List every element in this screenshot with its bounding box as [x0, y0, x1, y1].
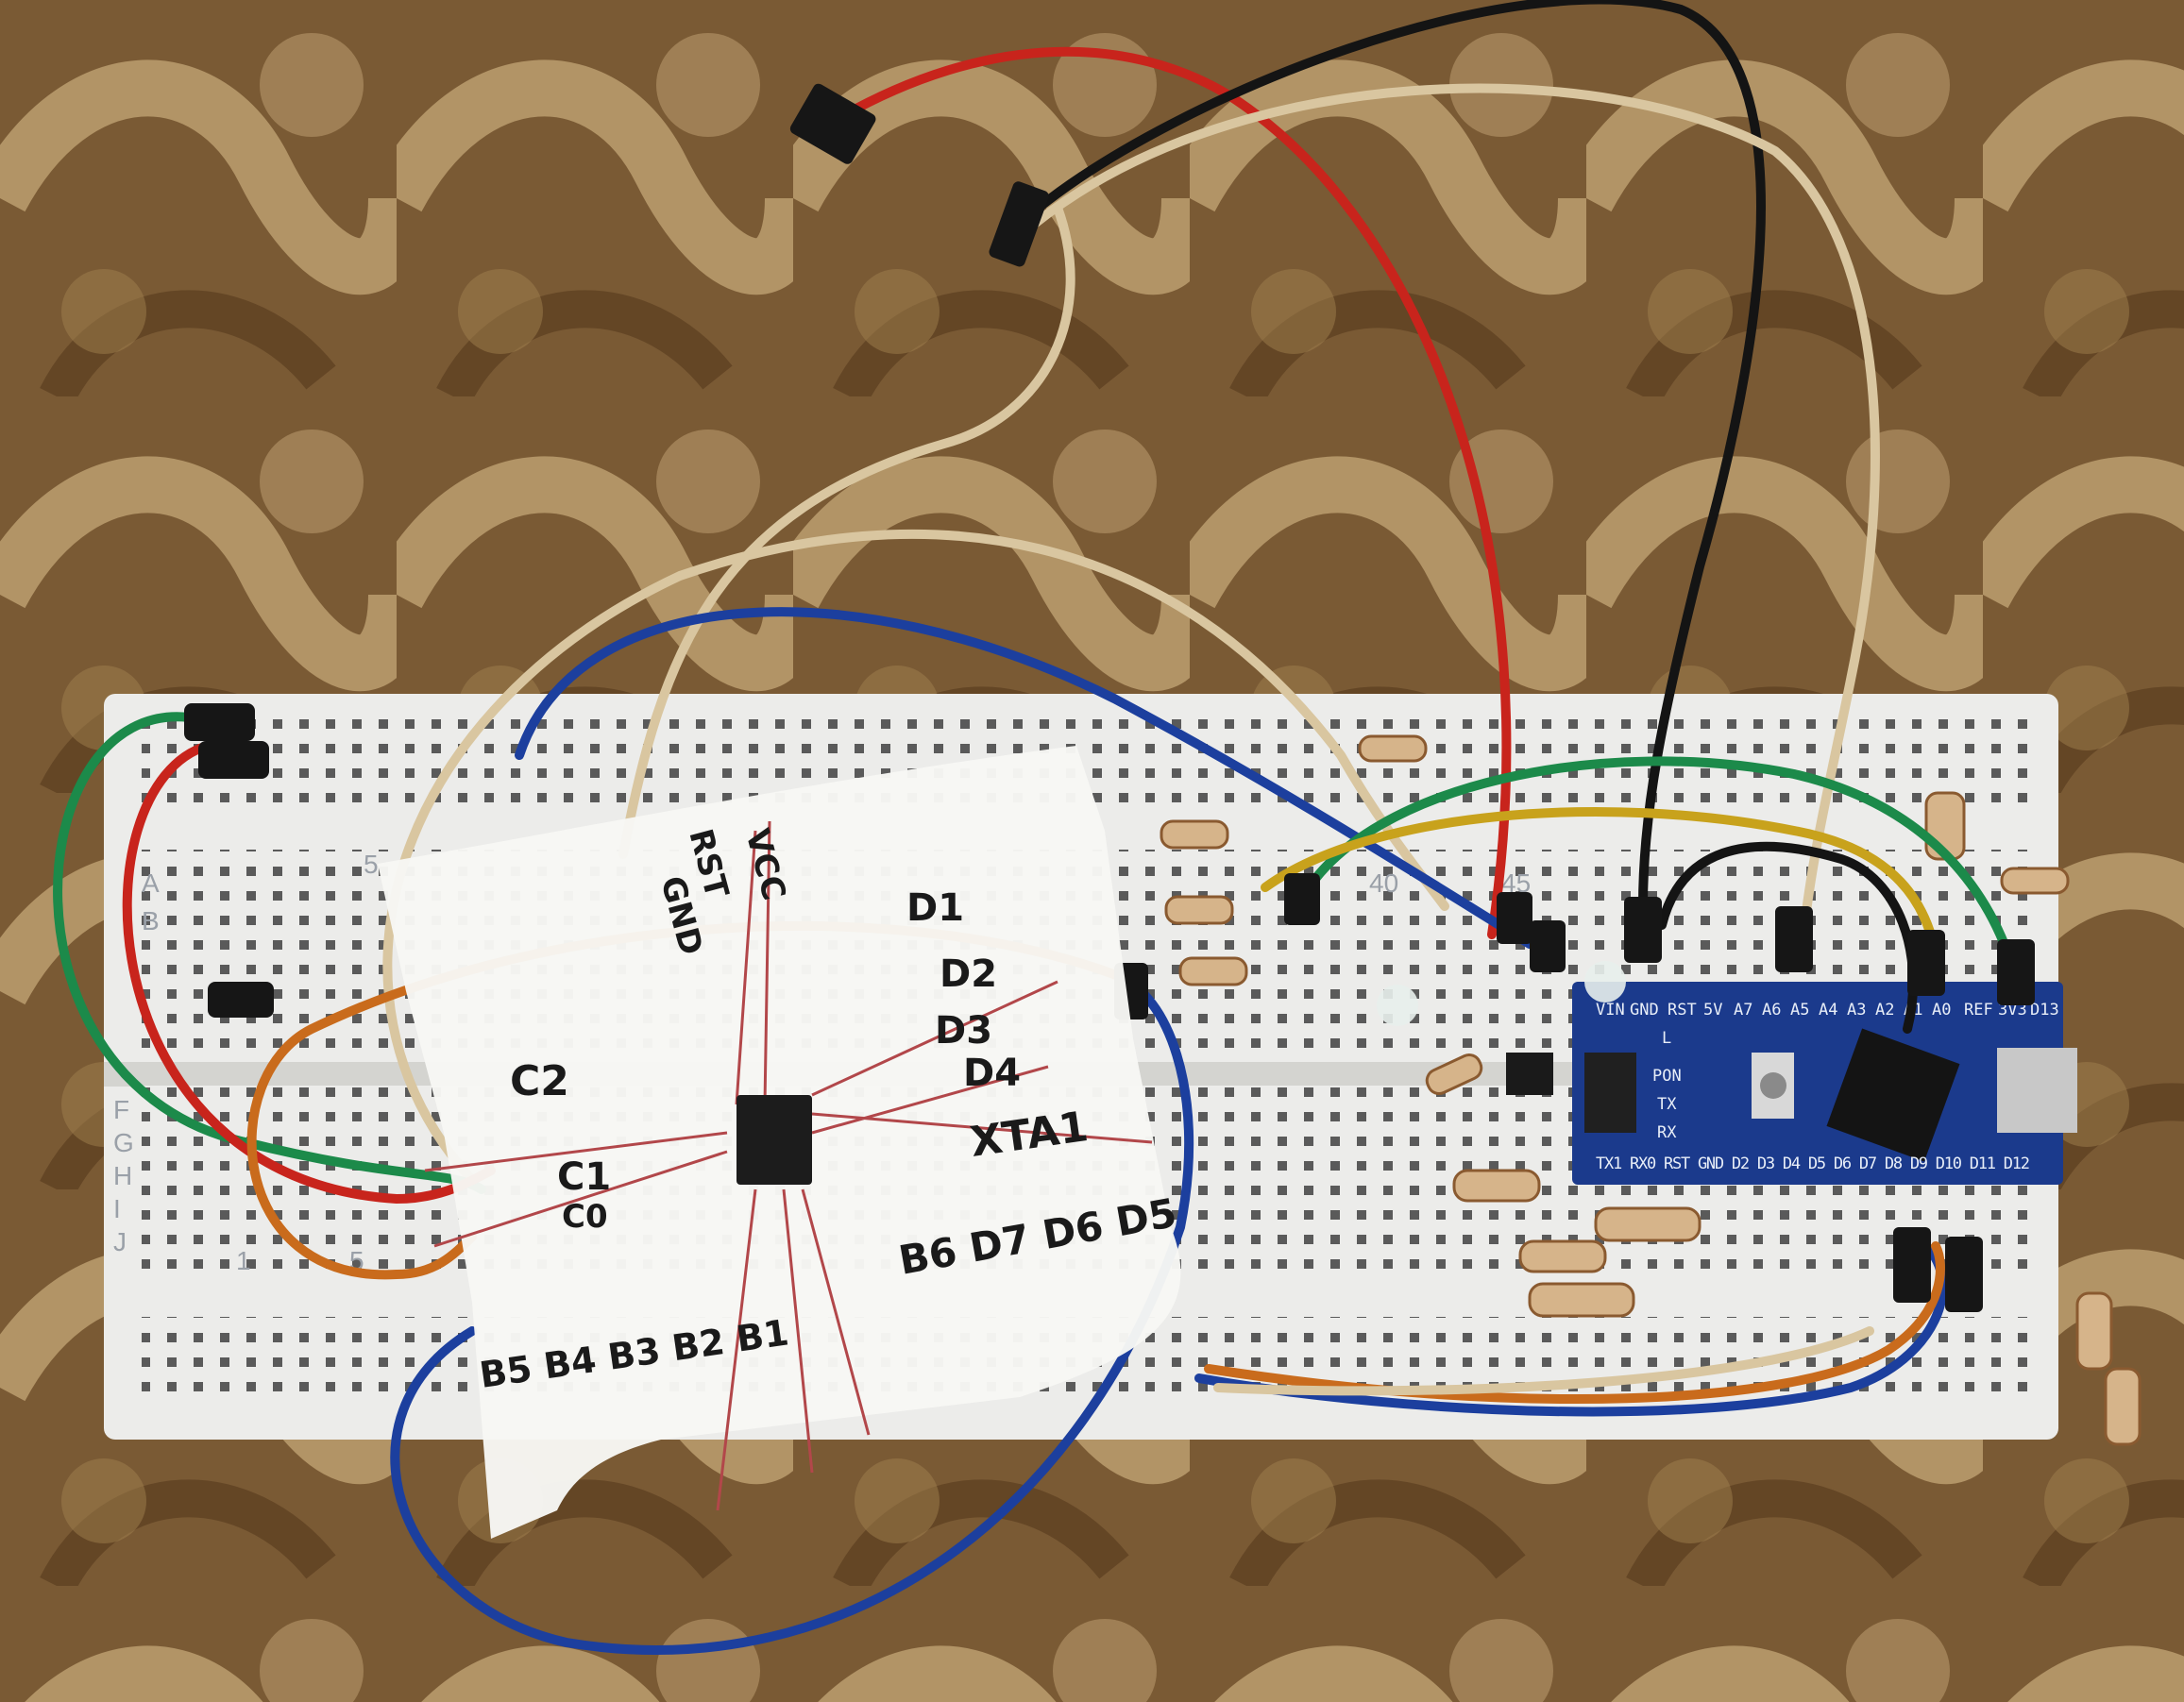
nano-pin-label: VIN — [1596, 1001, 1625, 1020]
arduino-nano: VIN GND RST 5V A7 A6 A5 A4 A3 A2 A1 A0 R… — [1572, 982, 2077, 1185]
microcontroller-chip — [1826, 1028, 1960, 1162]
transistor — [1506, 1053, 1553, 1095]
nano-pin-label: A2 — [1875, 1001, 1894, 1020]
header-jumper — [1584, 1053, 1636, 1133]
magnet-wires — [424, 820, 1153, 1511]
row-letter: H — [113, 1161, 132, 1190]
nano-bottom-pins: TX1 RX0 RST GND D2 D3 D4 D5 D6 D7 D8 D9 … — [1596, 1154, 2030, 1173]
usb-connector — [1997, 1048, 2077, 1133]
column-number: 1 — [236, 1246, 251, 1275]
jumper-wires — [53, 0, 2016, 1655]
smd-ic — [736, 1095, 812, 1185]
taped-paper: RST GND VCC C2 C1 C0 D1 D2 D3 D4 XTA1 B6… — [378, 746, 1181, 1539]
nano-pin-label: D13 — [2030, 1001, 2059, 1020]
row-letter: G — [113, 1128, 134, 1157]
row-letter: J — [113, 1227, 127, 1256]
paper-label: C0 — [562, 1198, 608, 1236]
nano-pin-label: A4 — [1819, 1001, 1837, 1020]
nano-pin-label: REF — [1964, 1001, 1993, 1020]
nano-led-label: RX — [1657, 1123, 1677, 1142]
nano-pin-label: A7 — [1734, 1001, 1752, 1020]
column-number: 5 — [364, 850, 379, 879]
resistors — [1160, 734, 2142, 1446]
nano-pin-label: A3 — [1847, 1001, 1866, 1020]
row-letter: F — [113, 1095, 129, 1124]
column-number: 40 — [1369, 868, 1398, 898]
paper-label: D4 — [963, 1052, 1021, 1095]
led-left — [1377, 985, 1418, 1026]
paper-label: C1 — [557, 1155, 611, 1199]
paper-label: D2 — [940, 952, 997, 996]
paper-label: D3 — [935, 1009, 992, 1053]
dupont-connectors — [184, 83, 2035, 1312]
led-right — [1584, 961, 1626, 1003]
paper-label: D1 — [906, 886, 964, 930]
nano-pin-label: RST — [1668, 1001, 1697, 1020]
nano-led-label: TX — [1657, 1095, 1677, 1114]
nano-pin-label: 5V — [1703, 1001, 1722, 1020]
nano-pin-label: A6 — [1762, 1001, 1781, 1020]
nano-pin-label: A0 — [1932, 1001, 1951, 1020]
nano-pin-label: GND — [1630, 1001, 1659, 1020]
paper-label: C2 — [510, 1057, 569, 1105]
nano-pin-label: A5 — [1790, 1001, 1809, 1020]
nano-led-label: L — [1662, 1029, 1671, 1048]
row-letter: A — [142, 868, 160, 898]
nano-led-label: PON — [1652, 1067, 1682, 1086]
row-letter: B — [142, 906, 160, 935]
row-letter: I — [113, 1194, 121, 1223]
